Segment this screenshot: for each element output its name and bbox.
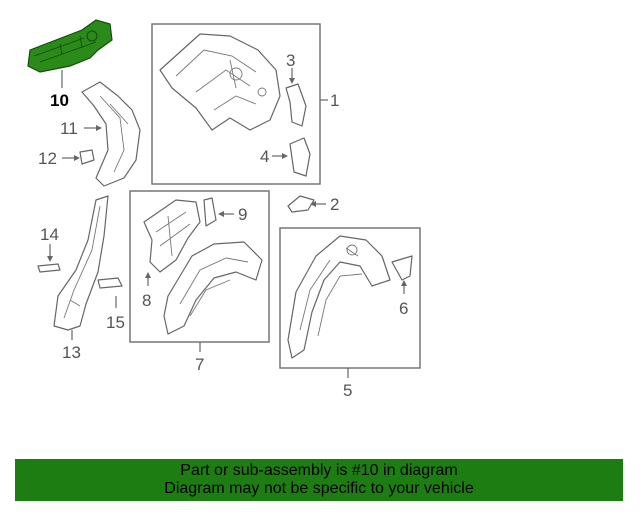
part-4 <box>289 137 311 177</box>
callout-1: 1 <box>330 91 339 110</box>
callout-6: 6 <box>399 299 408 318</box>
part-12 <box>79 149 95 165</box>
callout-7: 7 <box>195 355 204 374</box>
callout-14: 14 <box>40 225 59 244</box>
group-box-5 <box>279 227 421 369</box>
callout-11: 11 <box>60 119 78 138</box>
part-3 <box>285 83 307 127</box>
callout-8: 8 <box>142 291 151 310</box>
part-15 <box>97 277 123 289</box>
part-6 <box>391 255 413 281</box>
part-14 <box>37 263 61 273</box>
callout-4: 4 <box>260 147 269 166</box>
callout-3: 3 <box>286 51 295 70</box>
banner-line-2: Diagram may not be specific to your vehi… <box>164 480 474 497</box>
callout-9: 9 <box>238 205 247 224</box>
callout-15: 15 <box>106 313 125 332</box>
part-2 <box>287 195 315 213</box>
part-7 <box>163 241 263 335</box>
part-9 <box>203 197 217 227</box>
part-10-highlighted[interactable] <box>27 19 113 73</box>
part-13 <box>53 195 109 331</box>
info-banner: Part or sub-assembly is #10 in diagram D… <box>15 459 623 501</box>
callout-13: 13 <box>62 343 81 362</box>
group-box-1 <box>151 23 321 185</box>
callout-12: 12 <box>38 149 57 168</box>
part-5 <box>287 235 391 359</box>
part-8 <box>143 199 201 273</box>
callout-5: 5 <box>343 381 352 400</box>
callout-10: 10 <box>50 91 69 110</box>
callout-2: 2 <box>330 195 339 214</box>
part-11 <box>81 81 141 187</box>
part-1 <box>159 33 281 131</box>
banner-line-1: Part or sub-assembly is #10 in diagram <box>180 462 458 479</box>
